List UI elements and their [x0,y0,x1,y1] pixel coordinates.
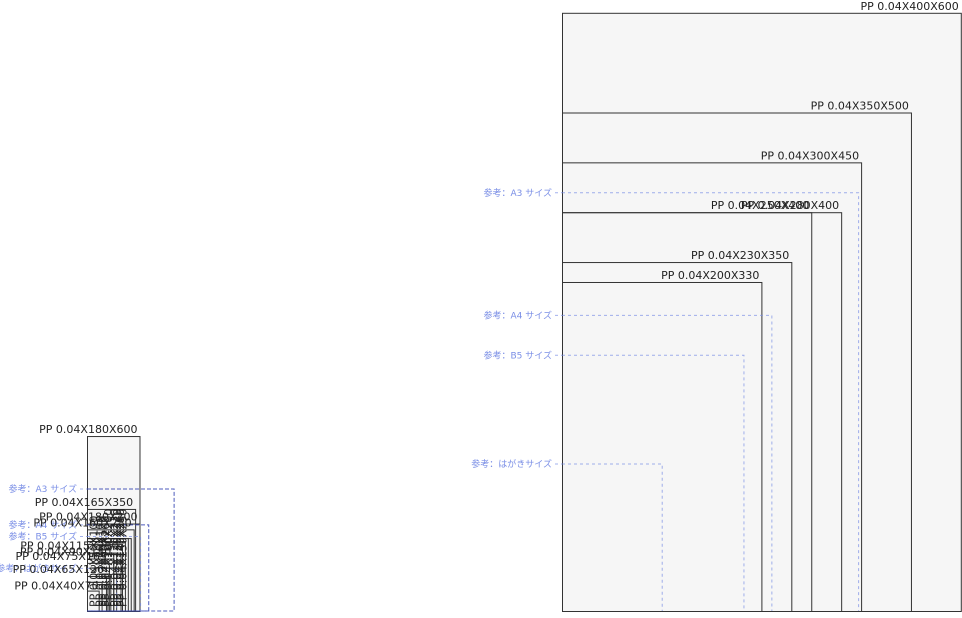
reference-label: 参考：A4 サイズ [484,309,552,321]
bag-label: PP 0.04X40X70 [14,580,98,593]
bag-label: PP 0.04X150X250 [117,509,130,607]
bag-label: PP 0.04X300X450 [761,149,859,162]
reference-label: 参考：A3 サイズ [9,483,77,495]
reference-outline [562,463,663,611]
bag-label: PP 0.04X120X230 [108,509,121,607]
reference-outline [87,536,142,611]
reference-label: 参考：はがきサイズ [0,562,77,574]
reference-label: 参考：B5 サイズ [9,531,78,543]
bag-label: PP 0.04X50X100 [88,516,101,607]
reference-label: 参考：B5 サイズ [484,349,553,361]
bag-outline [562,281,763,612]
bag-label: PP 0.04X280X400 [741,199,839,212]
reference-label: 参考：はがきサイズ [471,458,552,470]
bag-label: PP 0.03X80X120 [96,516,109,607]
reference-label: 参考：A3 サイズ [484,187,552,199]
bag-label: PP 0.04X140X250 [114,509,127,607]
reference-outline [562,192,860,611]
bag-label: PP 0.04X165X350 [35,496,133,509]
bag-label: PP 0.04X200X330 [661,269,759,282]
reference-outline [87,488,175,612]
bag-label: PP 0.04X250X400 [711,199,809,212]
bag-label: PP 0.03X70X100 [93,516,106,607]
bag-label: PP 0.04X90X200 [99,516,112,607]
reference-outline [562,354,745,611]
bag-label: PP 0.04X350X500 [811,100,909,113]
bag-label: PP 0.04X75X165 [16,550,107,563]
bag-label: PP 0.04X180X600 [39,423,137,436]
bag-label: PP 0.04X160X280 [33,516,131,529]
bag-label: PP 0.04X230X350 [691,249,789,262]
reference-label: 参考：A4 サイズ [9,519,77,531]
reference-outline [87,524,150,612]
bag-label: PP 0.04X130X240 [111,509,124,607]
bag-label: PP 0.04X180X300 [39,511,137,524]
bag-label: PP 0.04X400X600 [860,0,958,13]
bag-label: PP 0.04X115X200 [20,540,118,553]
bag-label: PP 0.04X100X200 [102,509,115,607]
bag-label: PP 0.04X90X180 [20,546,111,559]
bag-label: PP 0.04X65X120 [13,563,104,576]
